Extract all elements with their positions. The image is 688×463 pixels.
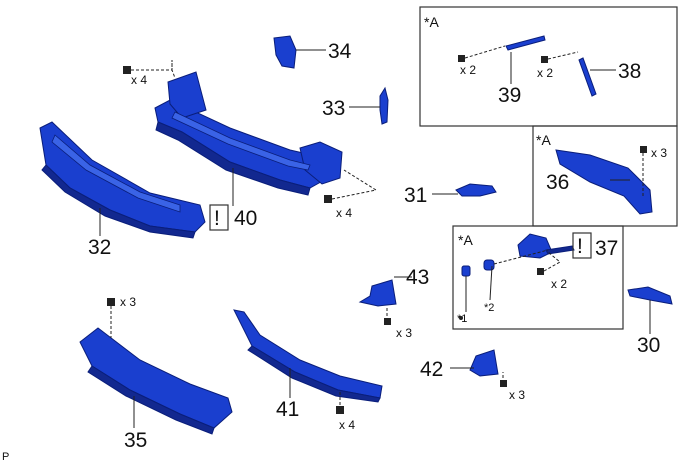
quantity-36: x 3 xyxy=(651,146,667,160)
part-number-34: 34 xyxy=(328,40,352,63)
part-number-37: 37 xyxy=(595,237,618,260)
quantity-42: x 3 xyxy=(509,388,525,402)
leader-lines xyxy=(99,49,651,428)
part-number-30: 30 xyxy=(637,334,660,357)
bolt-icon-35 xyxy=(107,298,115,306)
part-39-shape xyxy=(505,35,546,51)
bolt-icon-40-right xyxy=(324,195,332,203)
part-number-43: 43 xyxy=(406,266,429,289)
part-number-40: 40 xyxy=(234,207,257,230)
part-number-32: 32 xyxy=(88,236,111,259)
part-number-42: 42 xyxy=(420,358,443,381)
bolt-icon-43 xyxy=(384,318,391,325)
inset-box-37 xyxy=(452,225,624,330)
part-41-shape xyxy=(233,309,383,403)
part-number-31: 31 xyxy=(404,184,427,207)
quantity-39: x 2 xyxy=(460,63,476,77)
install-lines xyxy=(110,45,644,410)
part-number-41: 41 xyxy=(276,398,299,421)
variant-tag-box-39-38: *A xyxy=(424,14,439,30)
part-34-shape xyxy=(273,35,297,69)
bolt-icon-37 xyxy=(537,268,544,275)
part-number-33: 33 xyxy=(322,97,345,120)
part-30-shape xyxy=(627,286,673,305)
quantity-38: x 2 xyxy=(537,66,553,80)
part-33-shape xyxy=(379,86,389,125)
part-40-shape xyxy=(154,71,343,196)
part-43-shape xyxy=(358,279,397,307)
bolt-icon-39 xyxy=(458,55,465,62)
variant-tag-box-36: *A xyxy=(536,132,551,148)
bolt-icon-38 xyxy=(541,56,548,63)
caution-mark-40: ! xyxy=(214,207,220,230)
part-number-35: 35 xyxy=(124,429,147,452)
bolt-icon-36 xyxy=(640,146,647,153)
quantity-40-right: x 4 xyxy=(336,206,352,220)
part-42-shape xyxy=(469,349,499,377)
part-38-shape xyxy=(578,57,597,97)
quantity-43: x 3 xyxy=(396,326,412,340)
part-32-shape xyxy=(39,121,206,239)
variant-tag-box-37: *A xyxy=(458,232,473,248)
quantity-37: x 2 xyxy=(551,277,567,291)
bolt-icon-top-left xyxy=(123,66,131,74)
note-star-1-dot-icon xyxy=(459,316,463,320)
quantity-top-left: x 4 xyxy=(131,73,147,87)
caution-box-37 xyxy=(572,232,592,259)
caution-mark-37: ! xyxy=(577,235,583,258)
part-31-shape xyxy=(455,183,497,197)
note-star-2: *2 xyxy=(484,302,494,314)
part-36-shape xyxy=(555,149,653,215)
quantity-35: x 3 xyxy=(120,295,136,309)
bolt-icon-42 xyxy=(500,380,507,387)
part-number-38: 38 xyxy=(618,60,641,83)
quantity-41: x 4 xyxy=(339,418,355,432)
caution-box-40 xyxy=(209,204,229,231)
corner-mark: P xyxy=(2,451,9,463)
part-35-shape xyxy=(79,327,233,435)
part-number-39: 39 xyxy=(498,84,521,107)
part-number-36: 36 xyxy=(546,171,569,194)
part-37-shape xyxy=(461,233,575,277)
